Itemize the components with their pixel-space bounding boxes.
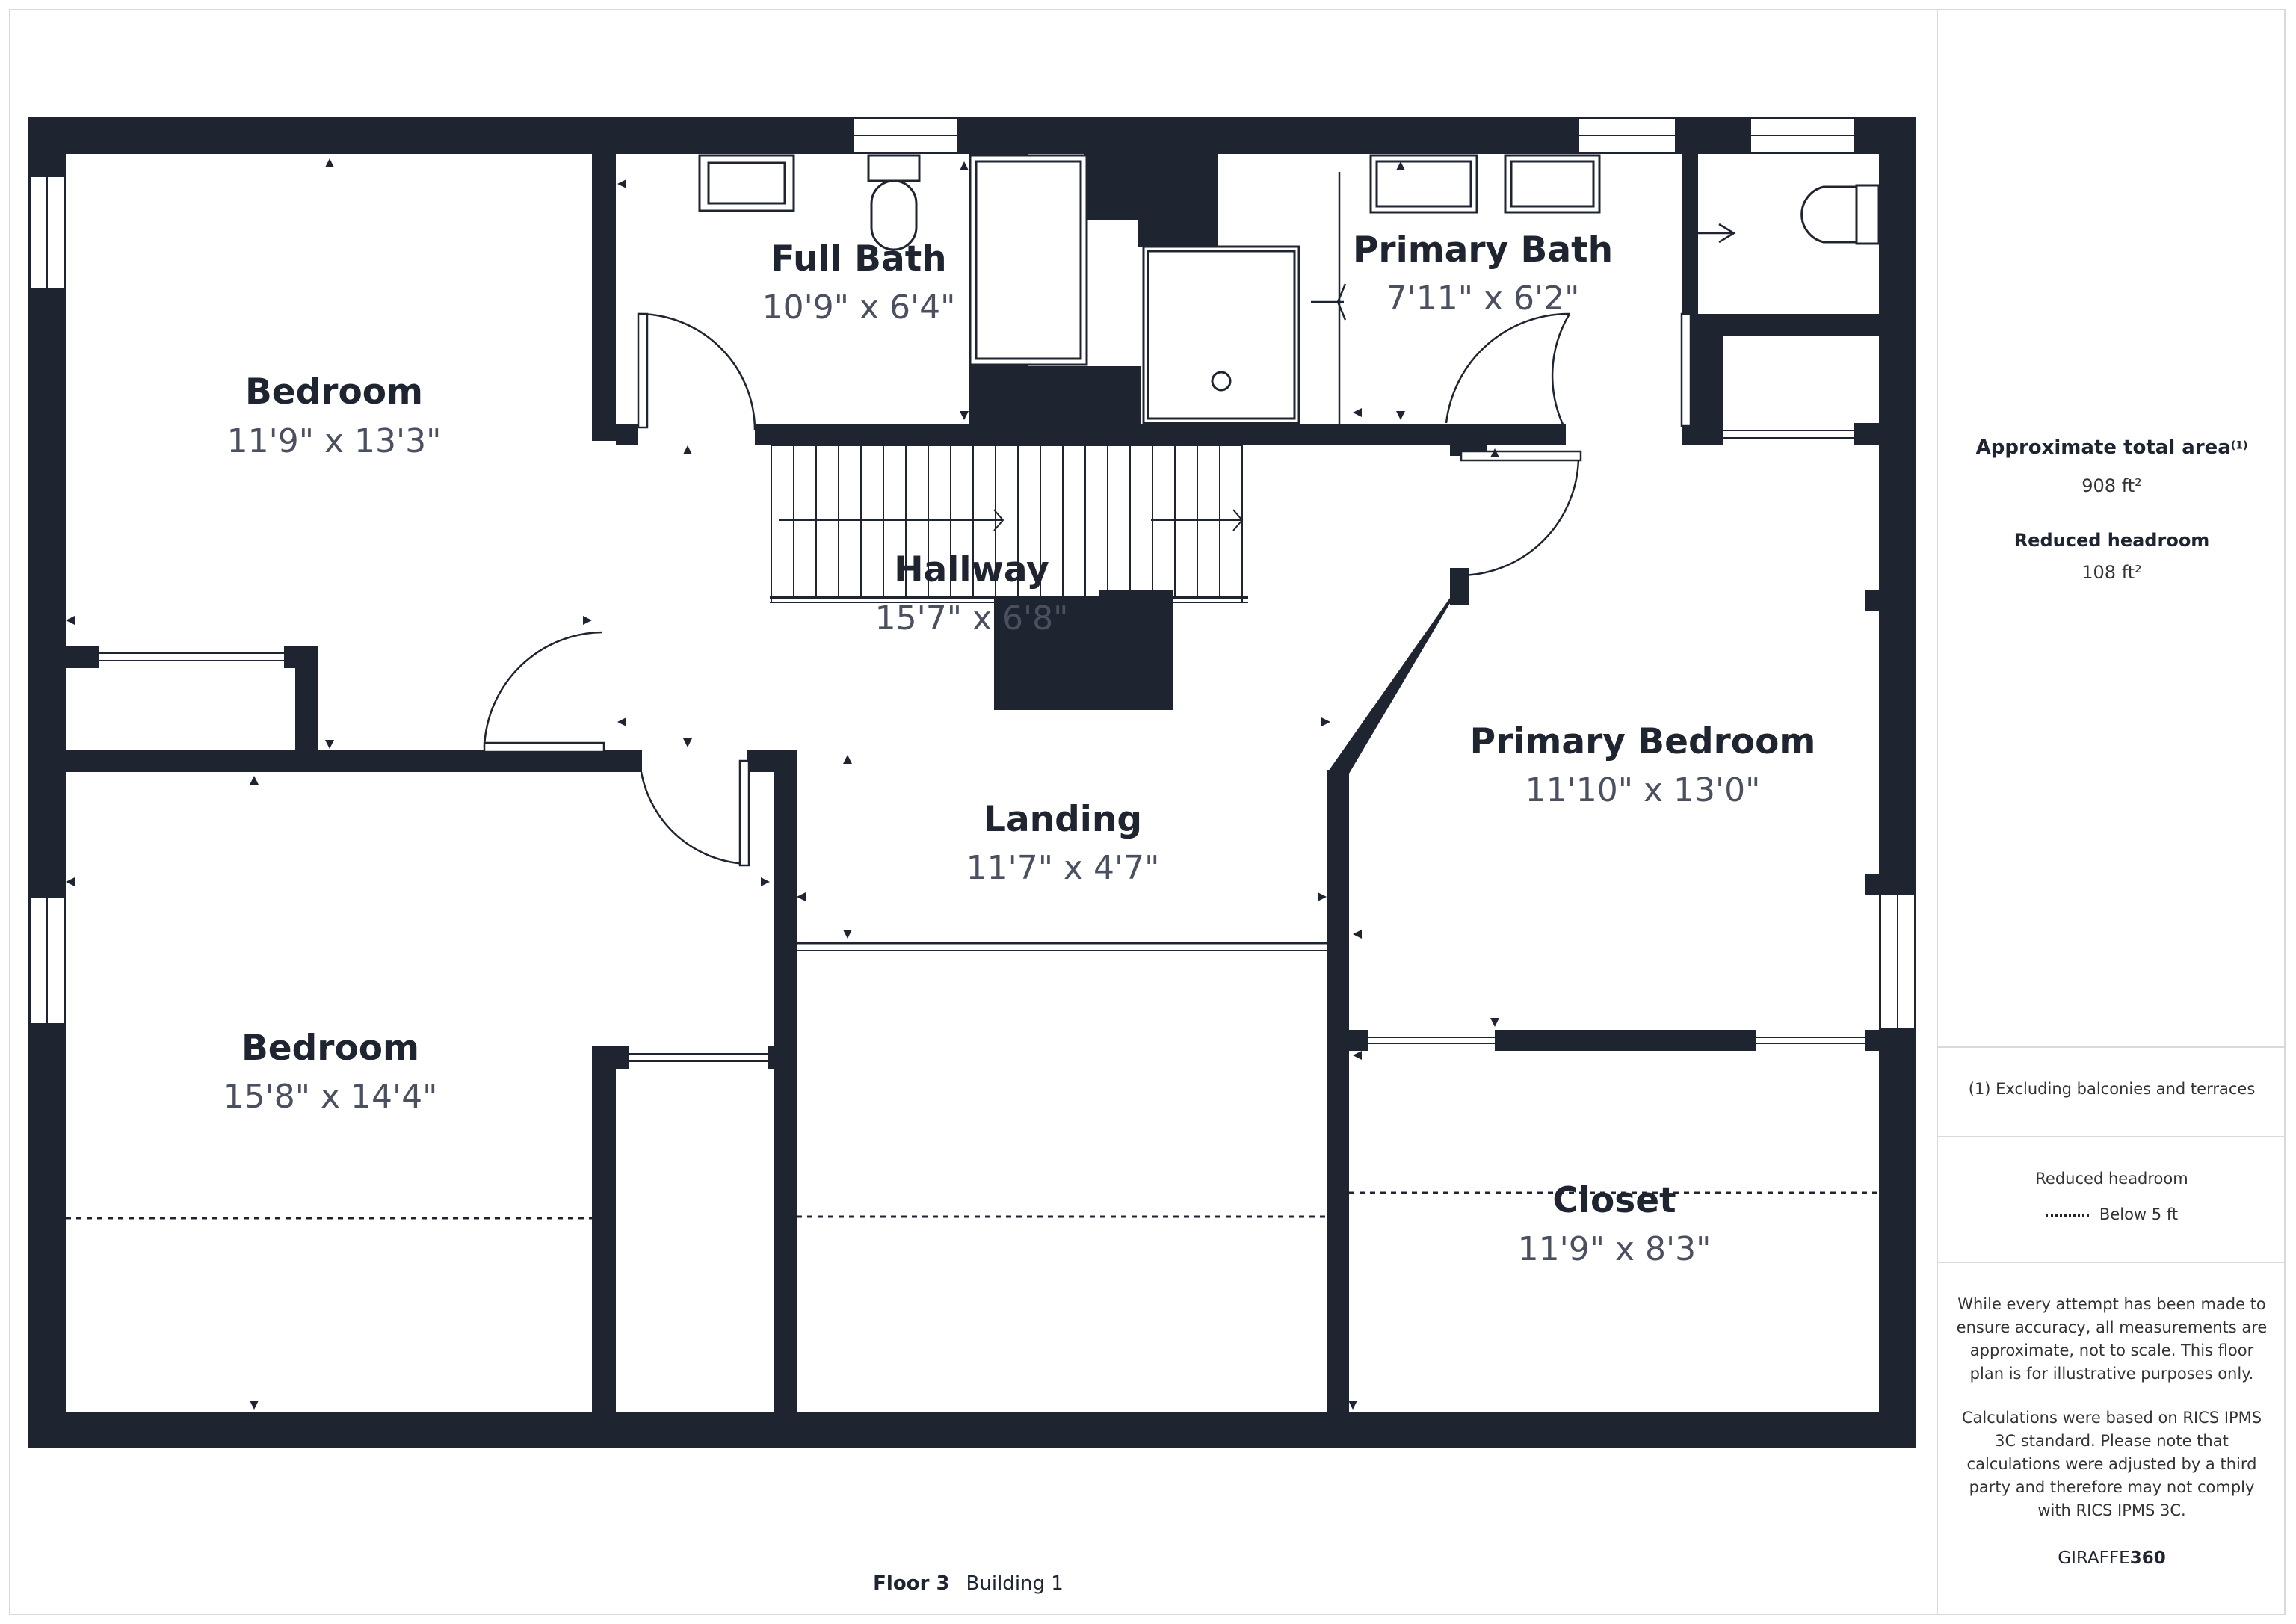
door-swing	[1457, 455, 1580, 577]
wall-bath-core-2	[1084, 149, 1218, 220]
bathtub	[969, 154, 1088, 366]
divider	[1938, 1262, 2286, 1263]
area-heading: Approximate total area(1)	[1938, 436, 2286, 459]
room-dims: 11'9" x 8'3"	[1518, 1230, 1712, 1268]
disclaimer-line: plan is for illustrative purposes only.	[1969, 1365, 2254, 1383]
room-name: Full Bath	[771, 238, 946, 280]
room-dims: 11'7" x 4'7"	[966, 849, 1160, 887]
door-swing	[638, 312, 756, 431]
divider	[1938, 1046, 2286, 1048]
fixtures	[698, 154, 1880, 424]
toilet-bowl	[1800, 185, 1858, 244]
room-name: Hallway	[894, 549, 1049, 590]
room-labels: Bedroom 11'9" x 13'3" Full Bath 10'9" x …	[223, 229, 1816, 1268]
calc-line: Calculations were based on RICS IPMS	[1961, 1409, 2262, 1427]
stair-core	[994, 598, 1173, 710]
stairs	[770, 445, 1248, 603]
calc-line: 3C standard. Please note that	[1995, 1432, 2229, 1450]
legend-title: Reduced headroom	[2035, 1170, 2188, 1188]
toilet-tank	[1855, 184, 1880, 245]
shower	[1142, 245, 1300, 424]
door-swing	[483, 631, 603, 748]
area-note-mark: (1)	[2230, 439, 2248, 452]
wall-left	[28, 117, 66, 1448]
room-name: Landing	[984, 799, 1142, 840]
legend-item: Below 5 ft	[2099, 1205, 2179, 1223]
doors	[483, 172, 1736, 867]
wall-closet-divider	[1495, 1030, 1756, 1051]
wall-bed2-closet	[592, 1046, 616, 1420]
window-lines	[46, 135, 1898, 1028]
dotted-line-swatch	[2045, 1214, 2089, 1217]
area-title: Approximate total area	[1975, 436, 2231, 459]
brand-bold: 360	[2129, 1549, 2166, 1568]
divider	[1938, 1136, 2286, 1137]
sink	[1369, 154, 1478, 214]
door-swing	[1445, 312, 1570, 424]
calculation-note: Calculations were based on RICS IPMS 3C …	[1938, 1407, 2286, 1522]
room-dims: 15'7" x 6'8"	[875, 599, 1069, 637]
building-label: Building 1	[966, 1572, 1064, 1595]
floor-plan: Bedroom 11'9" x 13'3" Full Bath 10'9" x …	[28, 117, 1916, 1448]
wall-bedroom1-hall	[592, 149, 616, 441]
sliding-doors	[99, 430, 1865, 1062]
toilet-bowl	[870, 179, 918, 251]
wall-right	[1879, 117, 1916, 1448]
disclaimer-line: ensure accuracy, all measurements are	[1956, 1318, 2268, 1336]
area-value: 908 ft²	[2081, 475, 2142, 496]
wall-diagonal	[1327, 568, 1469, 774]
brand-light: GIRAFFE	[2058, 1549, 2130, 1568]
room-dims: 10'9" x 6'4"	[762, 288, 956, 327]
room-dims: 11'9" x 13'3"	[227, 422, 442, 460]
wall-bath-hall	[755, 424, 1566, 445]
page-frame	[9, 9, 2286, 1615]
footnote: (1) Excluding balconies and terraces	[1968, 1080, 2256, 1098]
wall-bottom	[28, 1412, 1916, 1448]
dimension-markers	[66, 158, 1499, 1410]
floor-label: Floor 3	[873, 1572, 950, 1595]
reduced-headroom-title: Reduced headroom	[2013, 530, 2210, 551]
room-name: Closet	[1552, 1180, 1676, 1221]
info-sidebar: Approximate total area(1) 908 ft² Reduce…	[1937, 9, 2286, 1615]
brand-logo: GIRAFFE360	[1938, 1549, 2286, 1568]
reduced-headroom-lines	[66, 1191, 1879, 1220]
legend-row: Below 5 ft	[1938, 1203, 2286, 1226]
room-name: Bedroom	[241, 1028, 419, 1069]
toilet-tank	[867, 154, 921, 182]
disclaimer: While every attempt has been made to ens…	[1938, 1293, 2286, 1386]
sink	[1504, 154, 1601, 214]
calc-line: party and therefore may not comply	[1969, 1478, 2255, 1496]
calc-line: with RICS IPMS 3C.	[2037, 1501, 2186, 1519]
room-name: Primary Bedroom	[1470, 721, 1816, 762]
wall-bedroom-divider	[61, 750, 642, 772]
reduced-headroom-value: 108 ft²	[2081, 562, 2142, 583]
door-swing	[640, 771, 748, 865]
wall-landing-right	[1327, 770, 1349, 1420]
sink	[698, 154, 795, 212]
disclaimer-line: While every attempt has been made to	[1957, 1295, 2266, 1313]
room-dims: 15'8" x 14'4"	[223, 1078, 438, 1116]
door-swing	[1551, 313, 1571, 430]
room-dims: 11'10" x 13'0"	[1525, 771, 1761, 809]
wall-landing-left	[774, 750, 797, 1426]
room-name: Primary Bath	[1353, 229, 1613, 271]
room-name: Bedroom	[245, 371, 423, 413]
room-dims: 7'11" x 6'2"	[1386, 280, 1580, 318]
footer: Floor 3 Building 1	[0, 1572, 1937, 1595]
disclaimer-line: approximate, not to scale. This floor	[1969, 1342, 2254, 1359]
calc-line: calculations were adjusted by a third	[1966, 1455, 2257, 1473]
